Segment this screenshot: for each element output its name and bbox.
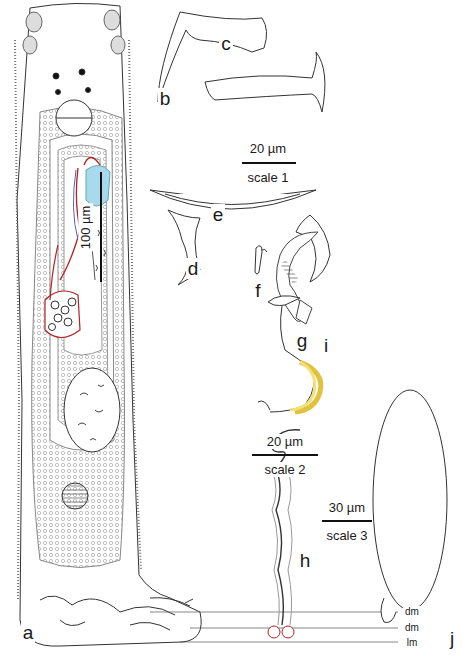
worm-body: [15, 3, 398, 646]
figure-letter: i: [322, 335, 330, 356]
scale-label: 20 µm: [248, 141, 288, 156]
figure-letter: a: [21, 622, 36, 643]
muscle-label: dm: [403, 622, 421, 634]
bar: [150, 190, 316, 209]
scale-label: scale 3: [324, 528, 369, 543]
figure-letter: b: [158, 88, 173, 109]
scale-label: 100 µm: [79, 203, 94, 251]
figure-letter: d: [186, 258, 201, 279]
figure-letter: j: [448, 628, 456, 649]
scale-label: scale 1: [245, 170, 290, 185]
muscle-label: dm: [403, 606, 421, 618]
egg: [373, 390, 447, 623]
scale-bars: [242, 163, 372, 521]
muscle-label: lm: [405, 637, 420, 649]
figure-letter: e: [211, 204, 226, 225]
figure-letter: h: [298, 550, 313, 571]
scale-label: 30 µm: [327, 500, 367, 515]
figure-letter: c: [219, 33, 233, 54]
sclerite: [258, 296, 321, 412]
scale-label: 20 µm: [265, 434, 305, 449]
hooks: [168, 210, 330, 285]
figure-letter: g: [295, 330, 310, 351]
copulatory-organ: [276, 232, 318, 324]
scale-label: scale 2: [262, 462, 307, 477]
scale-bar: [100, 172, 102, 282]
anchors: [158, 12, 325, 112]
figure-letter: f: [253, 280, 262, 301]
